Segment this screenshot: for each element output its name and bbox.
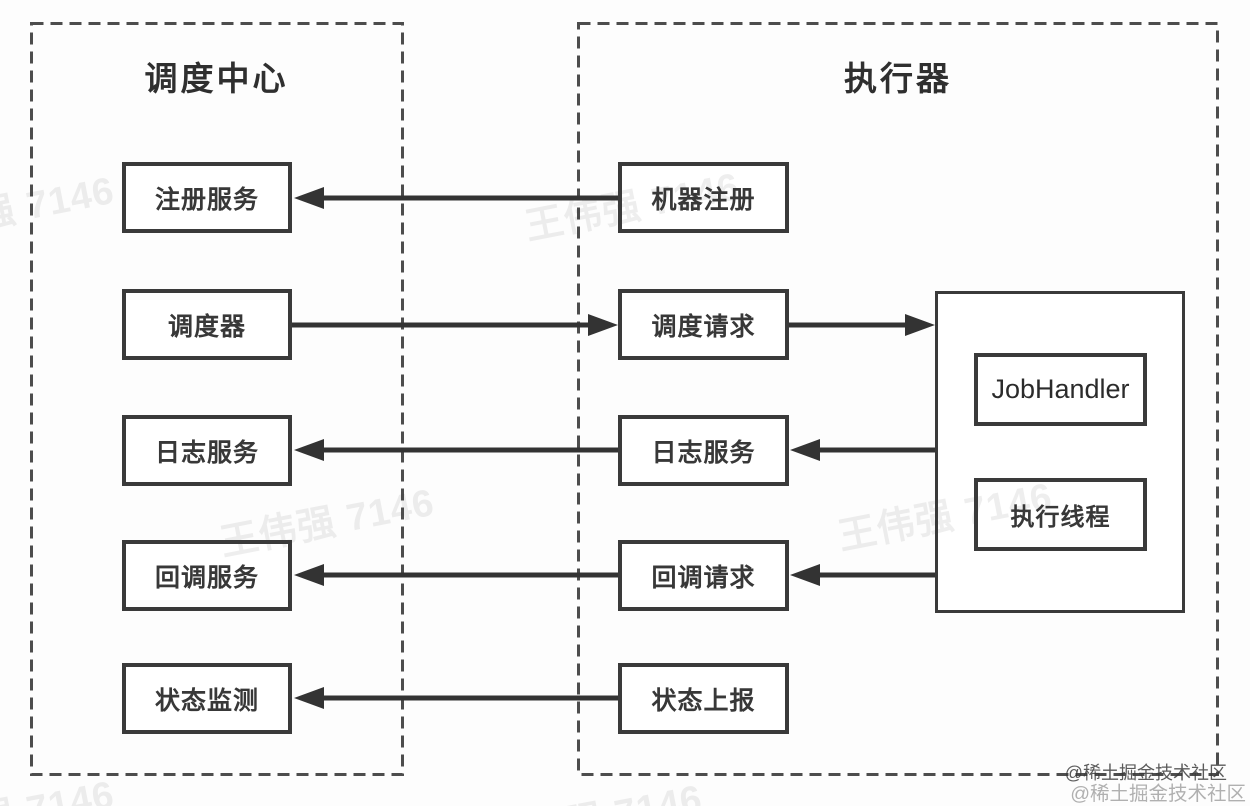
scheduler-center-title: 调度中心	[144, 60, 289, 97]
node-callback-request: 回调请求	[618, 540, 789, 611]
author-watermark: 王伟强 7146	[0, 763, 118, 806]
juejin-watermark-light: @稀土掘金技术社区	[1070, 783, 1246, 805]
node-log-service-executor: 日志服务	[618, 415, 789, 486]
executor-title: 执行器	[844, 60, 952, 97]
node-register-service: 注册服务	[122, 162, 292, 233]
node-machine-register: 机器注册	[618, 162, 789, 233]
node-log-service-center: 日志服务	[122, 415, 292, 486]
node-exec-thread: 执行线程	[974, 478, 1147, 551]
edge-executor-box-to-log-service-executor	[790, 439, 935, 461]
node-status-monitor: 状态监测	[122, 663, 292, 734]
juejin-watermark-dark: @稀土掘金技术社区	[1064, 763, 1227, 783]
executor-internals-box	[935, 291, 1185, 613]
node-scheduler: 调度器	[122, 289, 292, 360]
edge-callback-request-to-callback-service	[294, 564, 618, 586]
author-watermark: 王伟强 7146	[483, 767, 707, 806]
author-watermark: 王伟强 7146	[0, 169, 118, 253]
edge-status-report-to-status-monitor	[294, 687, 618, 709]
node-callback-service: 回调服务	[122, 540, 292, 611]
edge-scheduler-to-dispatch-request	[292, 314, 618, 336]
node-status-report: 状态上报	[618, 663, 789, 734]
scheduler-center-group-border	[30, 22, 404, 776]
node-jobhandler: JobHandler	[974, 353, 1147, 426]
node-dispatch-request: 调度请求	[618, 289, 789, 360]
edge-dispatch-request-to-executor-box	[789, 314, 935, 336]
edge-executor-box-to-callback-request	[790, 564, 935, 586]
edge-log-service-executor-to-log-service-center	[294, 439, 618, 461]
edge-machine-register-to-register-service	[294, 187, 618, 209]
